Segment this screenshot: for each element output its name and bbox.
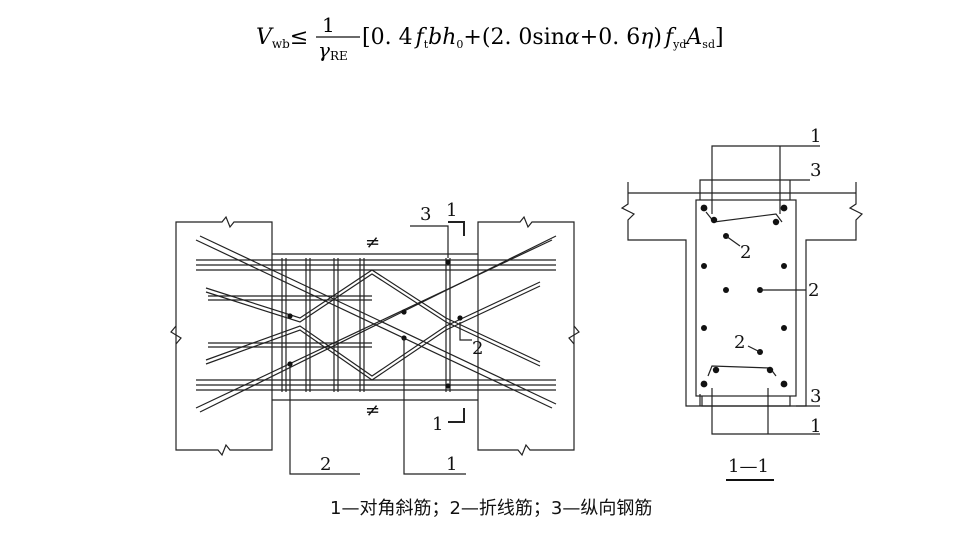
section-leaders [699, 145, 820, 435]
formula-fraction-numerator: 1 [322, 13, 335, 37]
leader-label-1-bottom [403, 338, 466, 475]
section-cut-marker-top [448, 221, 465, 236]
section-bent-bars [705, 211, 783, 377]
break-mark-bottom: ≠ [365, 400, 380, 421]
elevation-view: ≠ ≠ 3 1 1 2 2 1 [170, 200, 580, 475]
longitudinal-bars [196, 259, 556, 391]
section-title: 1—1 [728, 456, 769, 477]
right-column-outline [477, 215, 580, 457]
label-1-top-elevation: 1 [446, 200, 457, 221]
break-mark-top: ≠ [365, 232, 380, 253]
formula-fraction-denominator: γRE [318, 38, 348, 62]
diagonal-bars [195, 235, 557, 413]
label-2-middle-section: 2 [808, 280, 819, 301]
label-3-top-section: 3 [810, 160, 821, 181]
stirrups [281, 258, 451, 392]
label-3-elevation: 3 [420, 204, 431, 225]
stirrup-outline [695, 199, 797, 397]
label-2-upper-section: 2 [740, 242, 751, 263]
section-bar-dots [700, 204, 788, 388]
coupling-beam-outline [272, 253, 478, 401]
leader-label-2-right [459, 322, 472, 341]
leader-label-2-bottom [289, 364, 360, 475]
leader-label-3 [410, 225, 449, 258]
label-1-top-section: 1 [810, 126, 821, 147]
legend-caption: 1—对角斜筋；2—折线筋；3—纵向钢筋 [330, 498, 652, 519]
label-1-leader-elevation: 1 [446, 454, 457, 475]
formula-lhs: Vwb≤ [256, 25, 308, 51]
left-column-outline [170, 215, 273, 457]
label-3-bottom-section: 3 [810, 386, 821, 407]
label-1-bottom-section: 1 [810, 416, 821, 437]
label-1-bottom-elevation: 1 [432, 414, 443, 435]
bent-bars [205, 269, 541, 381]
section-1-1-view: 1 3 2 2 2 3 1 1—1 [620, 126, 864, 481]
slab-beam-outline [620, 182, 864, 407]
label-2-right-elevation: 2 [472, 338, 483, 359]
section-leaders-2 [725, 235, 806, 353]
label-2-leader-elevation: 2 [320, 454, 331, 475]
label-2-lower-section: 2 [734, 332, 745, 353]
bar-dots [287, 259, 463, 389]
section-cut-marker-bottom [448, 408, 465, 423]
